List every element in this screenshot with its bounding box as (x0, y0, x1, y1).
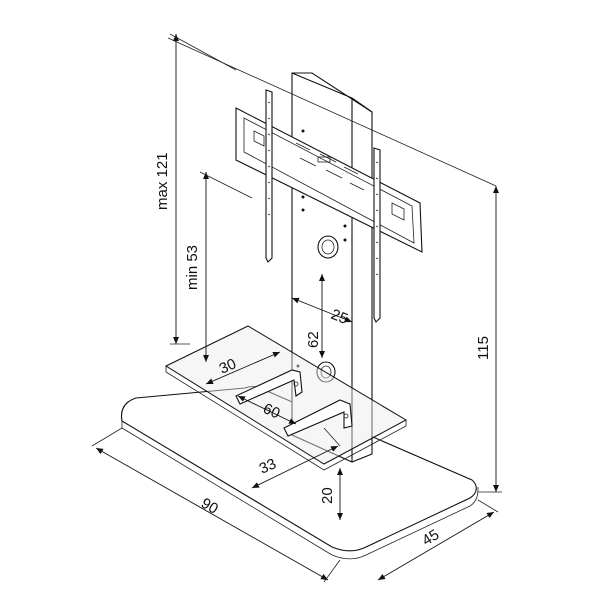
label-base-width: 90 (198, 495, 221, 518)
label-base-depth: 45 (419, 526, 442, 549)
label-shelf-depth: 30 (217, 355, 239, 377)
label-total-height: 115 (475, 336, 492, 360)
vesa-bracket (235, 89, 423, 323)
dim-shelf-width (237, 395, 297, 425)
dim-min-height (199, 171, 253, 362)
dim-max-height (169, 33, 237, 345)
label-min-height: min 53 (184, 245, 201, 290)
label-column-width: 25 (329, 306, 351, 328)
label-shelf-clearance: 62 (305, 331, 322, 348)
dim-base-depth (377, 499, 499, 581)
label-max-height: max 121 (154, 152, 171, 210)
cable-hole-lower (316, 361, 336, 383)
label-shelf-width: 60 (260, 400, 282, 422)
dim-total-height (167, 37, 502, 493)
cable-hole-upper (317, 235, 339, 259)
dim-shelf-depth (205, 351, 281, 385)
label-shelf-height: 20 (319, 487, 336, 504)
dim-base-width (91, 427, 341, 583)
shelf-support-right (283, 399, 353, 437)
